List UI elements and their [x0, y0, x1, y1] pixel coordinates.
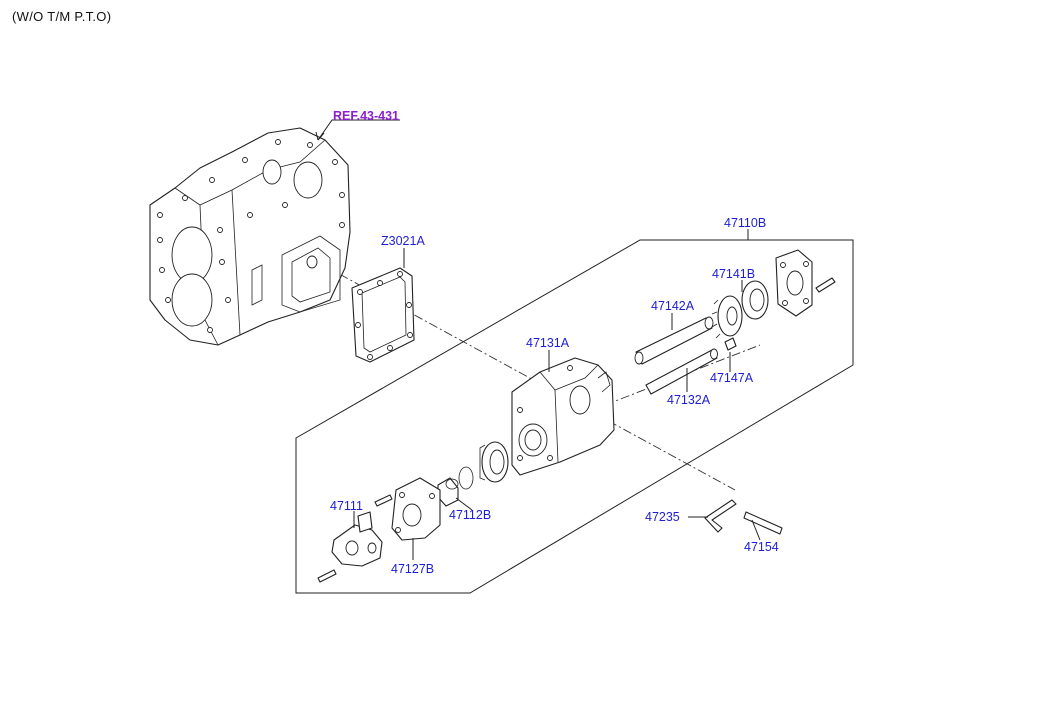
label-47142a[interactable]: 47142A	[651, 299, 695, 313]
long-bolt	[743, 511, 783, 535]
bearing-front	[479, 441, 509, 483]
label-47111[interactable]: 47111	[330, 499, 363, 513]
label-47127b[interactable]: 47127B	[391, 562, 435, 576]
label-47235[interactable]: 47235	[645, 510, 680, 524]
transmission-case	[149, 127, 351, 346]
label-47147a[interactable]: 47147A	[710, 371, 754, 385]
bearing-rear	[741, 280, 769, 320]
label-ref-43-431[interactable]: REF.43-431	[333, 109, 400, 123]
diagram-subtitle: (W/O T/M P.T.O)	[12, 9, 112, 24]
assembly-boundary	[295, 239, 854, 594]
bolt-rear	[815, 277, 836, 293]
rear-flange-plate	[775, 249, 813, 317]
label-47110b[interactable]: 47110B	[724, 216, 767, 230]
shaft-axis-line	[604, 344, 761, 406]
label-47112b[interactable]: 47112B	[449, 508, 492, 522]
pump-body	[331, 511, 383, 567]
lock-bracket	[704, 499, 737, 533]
leader-lines	[315, 119, 761, 560]
idler-shaft	[645, 348, 718, 395]
woodruff-key	[724, 337, 737, 351]
bushing	[437, 477, 459, 507]
drive-shaft	[634, 316, 714, 365]
bolt-lower	[317, 569, 337, 583]
snap-ring	[458, 466, 474, 490]
label-47141b[interactable]: 47141B	[712, 267, 756, 281]
label-47132a[interactable]: 47132A	[667, 393, 711, 407]
label-47154[interactable]: 47154	[744, 540, 779, 554]
bolt-upper	[374, 494, 393, 507]
pump-housing	[511, 357, 615, 476]
label-47131a[interactable]: 47131A	[526, 336, 570, 350]
drive-gear	[711, 295, 743, 339]
gasket	[351, 267, 415, 363]
pump-cover	[391, 477, 441, 541]
label-z3021a[interactable]: Z3021A	[381, 234, 425, 248]
